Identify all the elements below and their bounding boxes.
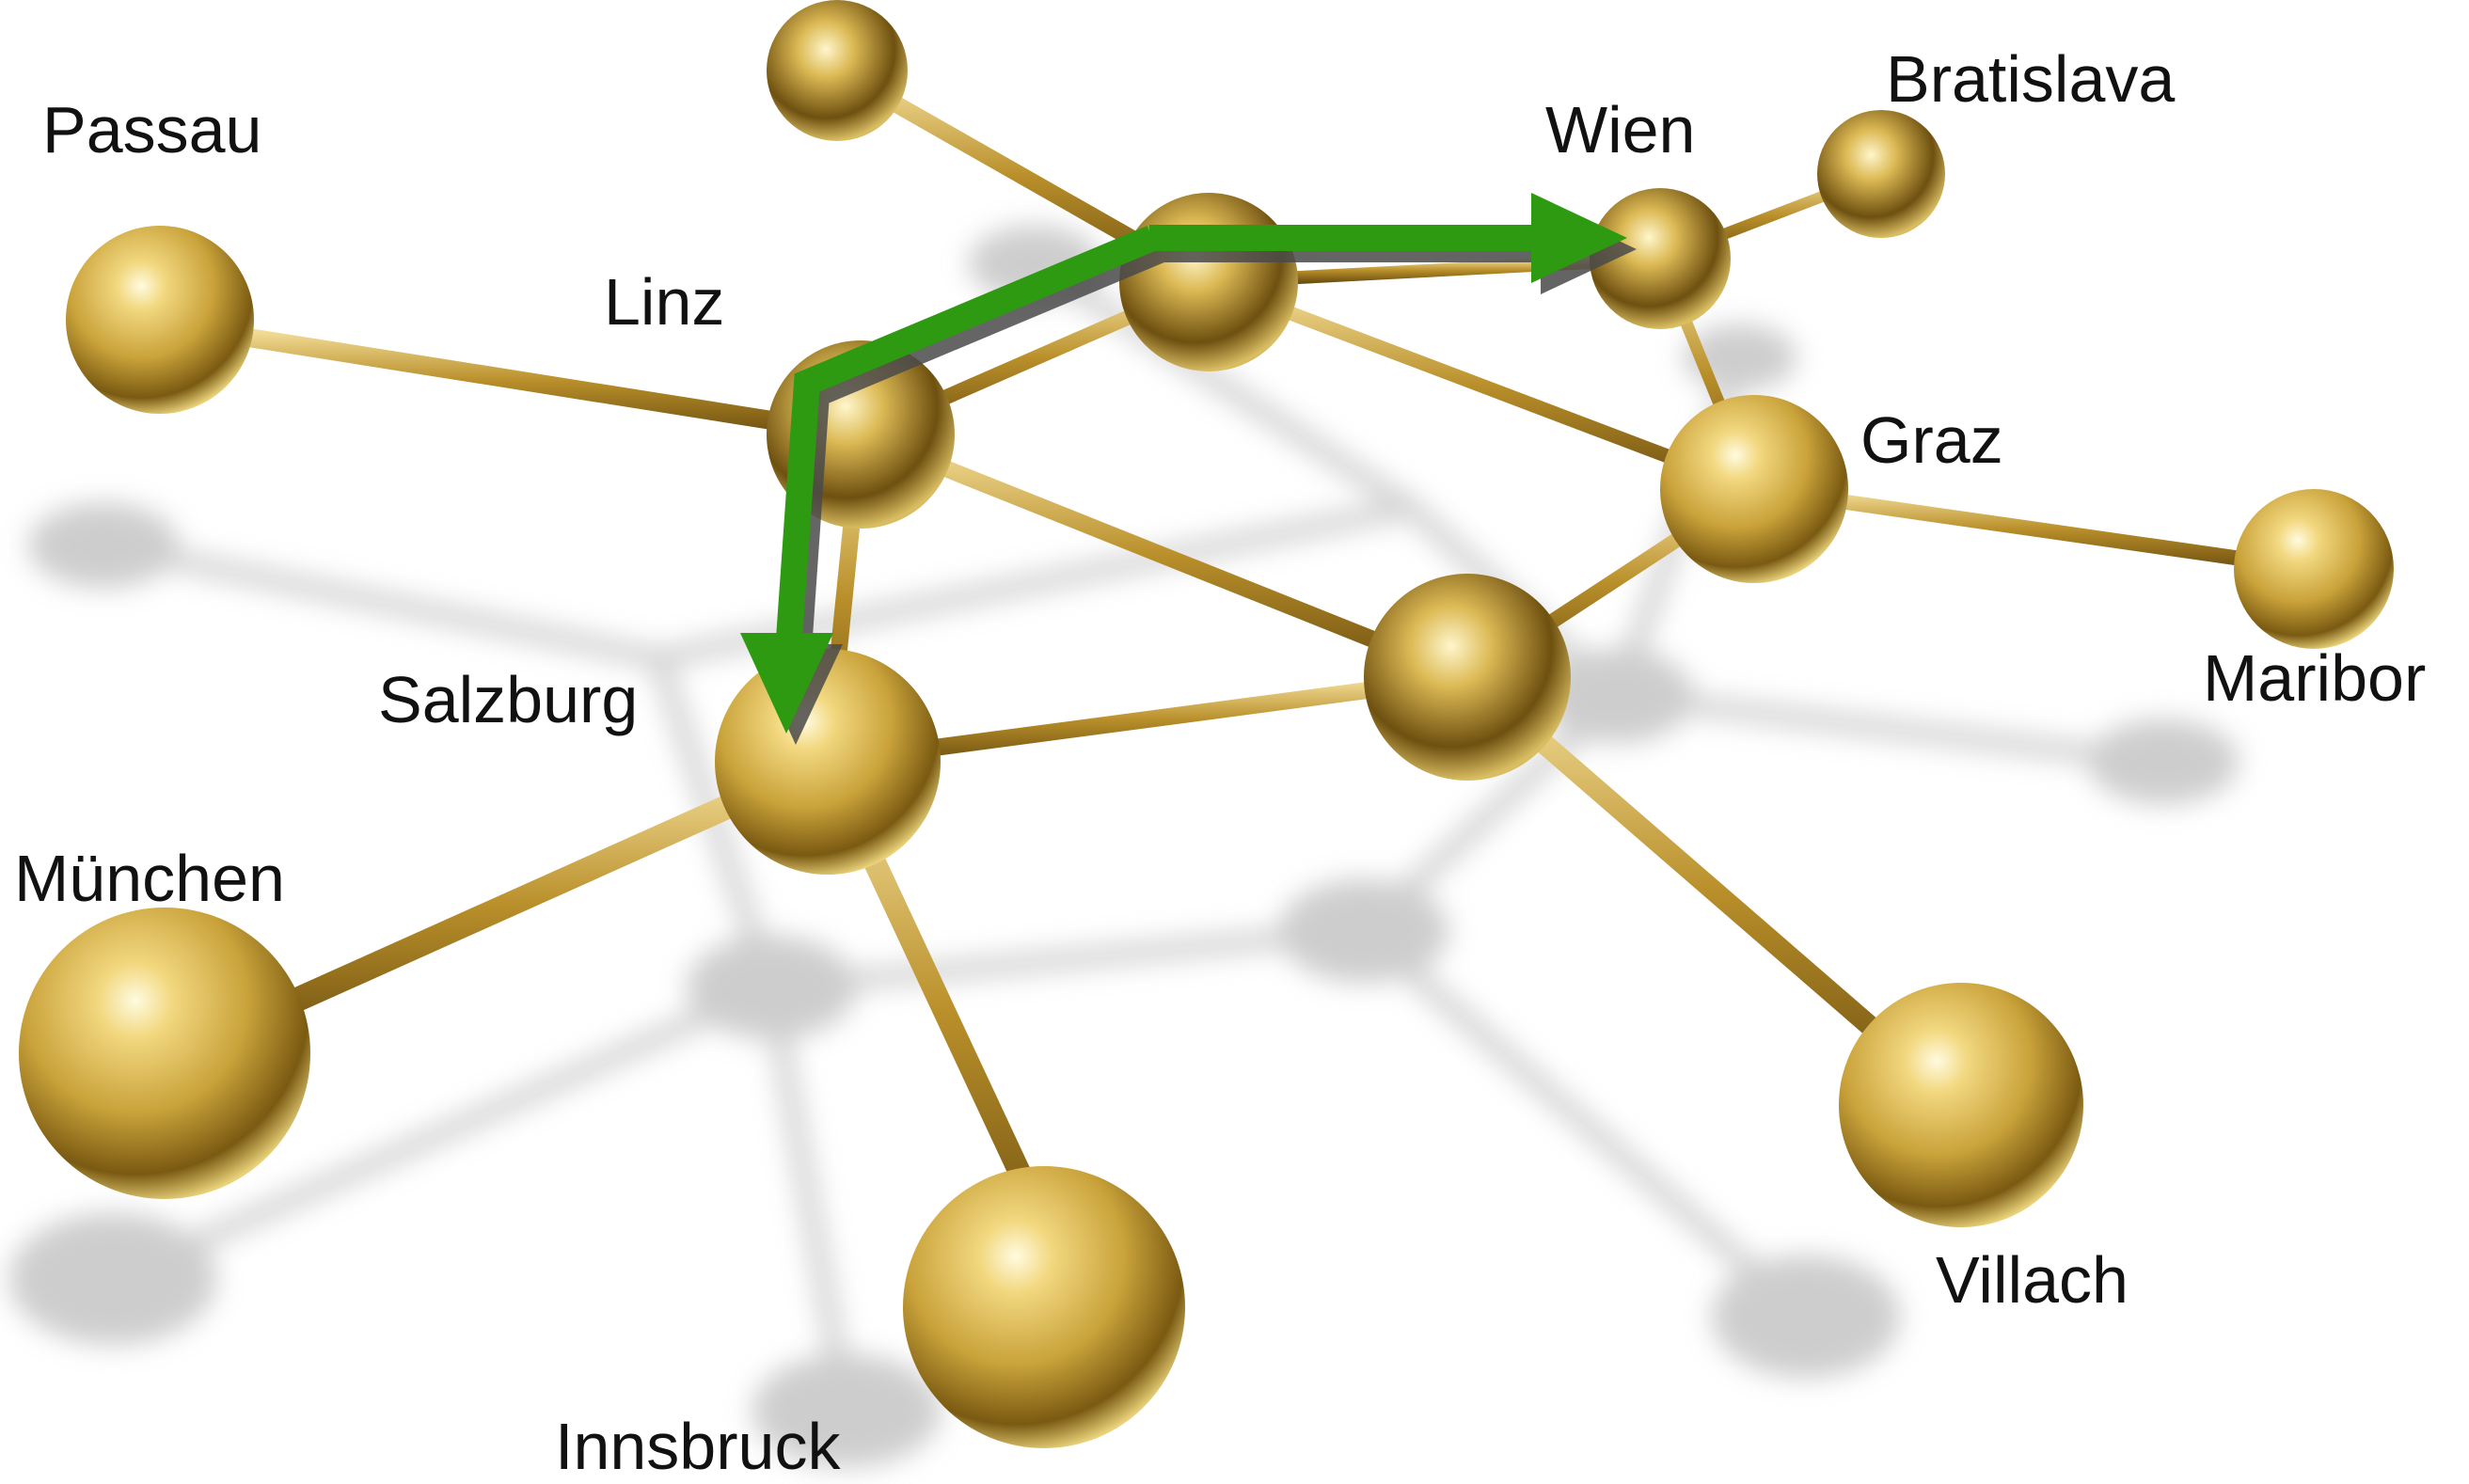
city-labels: Passau Linz Wien Bratislava Graz Maribor…	[14, 42, 2426, 1483]
node-top	[767, 0, 908, 141]
node-passau	[66, 226, 254, 414]
label-villach: Villach	[1936, 1243, 2129, 1317]
nodes	[19, 0, 2394, 1448]
rod-hub-graz	[1201, 275, 1762, 497]
label-bratislava: Bratislava	[1886, 42, 2175, 116]
label-salzburg: Salzburg	[378, 663, 638, 736]
arrowhead-right	[1531, 193, 1627, 283]
node-bratislava	[1817, 110, 1945, 238]
node-center	[1364, 574, 1571, 781]
rod-linz-center	[852, 426, 1476, 686]
label-munchen: München	[14, 842, 285, 915]
arrowhead-down	[740, 633, 833, 734]
node-maribor	[2234, 489, 2394, 649]
node-villach	[1839, 983, 2083, 1227]
label-maribor: Maribor	[2203, 641, 2426, 715]
node-munchen	[19, 908, 310, 1199]
rod-passau-linz	[174, 318, 870, 444]
label-innsbruck: Innsbruck	[555, 1410, 841, 1483]
label-graz: Graz	[1860, 403, 2003, 477]
label-linz: Linz	[604, 265, 724, 339]
route-segment-salzburg-linz	[773, 226, 1158, 680]
floor-shadows	[8, 225, 2240, 1468]
rod-graz-maribor	[1747, 482, 2321, 576]
node-salzburg	[715, 649, 941, 875]
node-graz	[1660, 395, 1848, 583]
label-wien: Wien	[1545, 93, 1695, 166]
label-passau: Passau	[42, 93, 261, 166]
node-innsbruck	[903, 1166, 1185, 1448]
node-wien	[1590, 188, 1731, 329]
route-arrow	[740, 193, 1637, 745]
node-hub	[1119, 193, 1298, 371]
